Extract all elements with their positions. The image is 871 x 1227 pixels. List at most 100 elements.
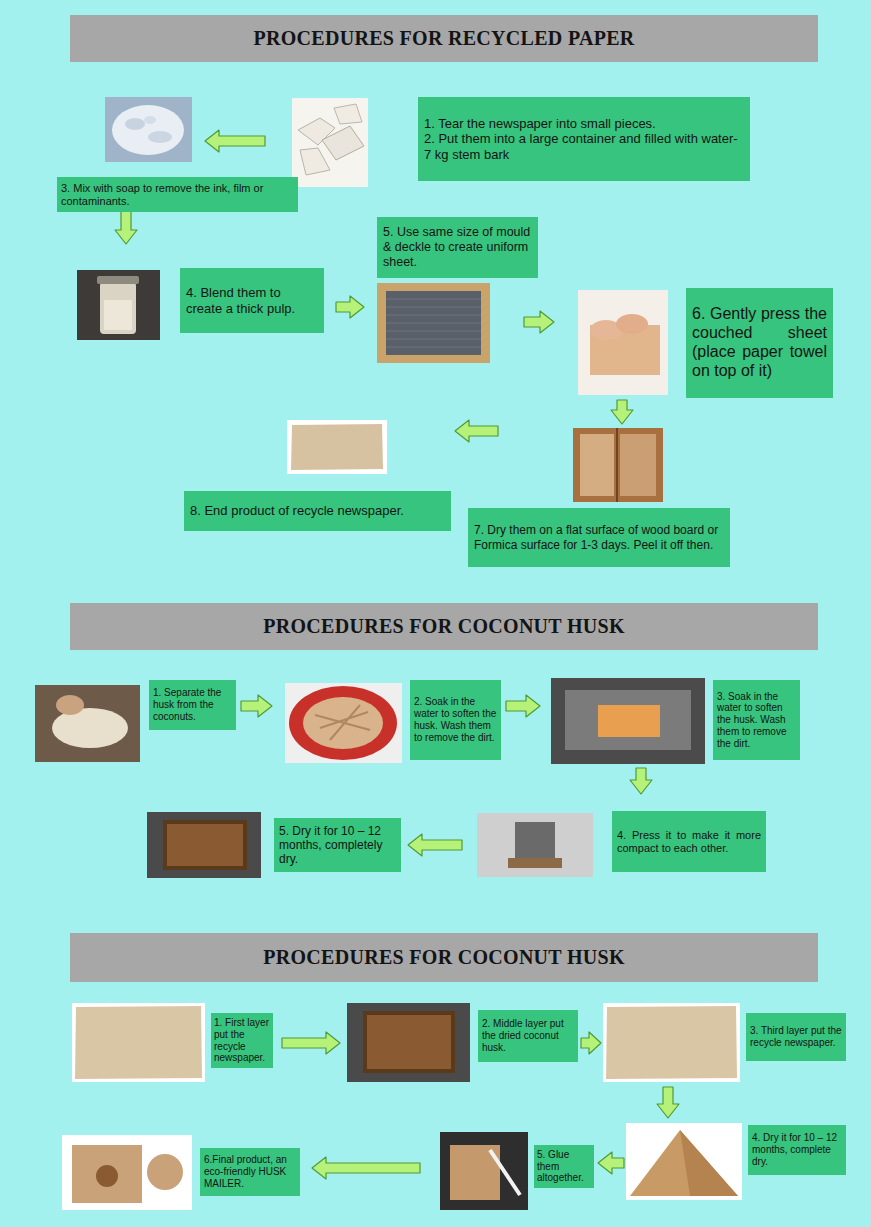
step-box: 6. Gently press the couched sheet (place…	[686, 288, 833, 398]
blender-photo-part	[104, 300, 132, 330]
husk-mould-photo-part	[598, 705, 660, 737]
gluing-photo-part	[490, 1150, 520, 1195]
step-text: 3. Soak in the water to soften the husk.…	[717, 691, 796, 750]
step-box: 5. Glue them altogether.	[534, 1145, 594, 1188]
step-text: 5. Use same size of mould & deckle to cr…	[383, 225, 532, 269]
soaking-bowl-photo-part	[315, 705, 370, 740]
step-text: 4. Dry it for 10 – 12 months, complete d…	[752, 1132, 842, 1167]
newspaper-layer-photo-part	[75, 1006, 202, 1079]
flow-arrow	[581, 1032, 601, 1054]
flow-arrow	[611, 400, 633, 424]
drying-boards-photo-part	[573, 428, 663, 502]
hands-photo	[578, 290, 668, 395]
step-box: 3. Soak in the water to soften the husk.…	[713, 680, 800, 760]
husk-mailer-photo-part	[147, 1154, 183, 1190]
torn-paper-photo-part	[334, 104, 362, 124]
step-text: 4. Blend them to create a thick pulp.	[186, 285, 318, 316]
step-text: 1. First layer put the recycle newspaper…	[214, 1017, 270, 1064]
flow-arrow	[312, 1157, 420, 1179]
husk-layer-photo-part	[365, 1013, 453, 1071]
gluing-photo-part	[440, 1132, 528, 1210]
flow-arrow	[506, 695, 540, 717]
torn-paper-photo-part	[300, 148, 330, 175]
drying-tray-photo-part	[147, 812, 261, 878]
husk-layer-photo-part	[347, 1003, 470, 1082]
torn-paper-photo-part	[292, 98, 368, 187]
step-box: 8. End product of recycle newspaper.	[184, 491, 451, 531]
husk-separating-photo	[35, 685, 140, 762]
step-box: 2. Soak in the water to soften the husk.…	[410, 680, 501, 760]
pressing-photo-part	[515, 822, 555, 862]
folded-board-photo-part	[630, 1130, 738, 1196]
newspaper-layer-photo-part	[72, 1003, 205, 1082]
newspaper-layer-photo	[603, 1003, 740, 1082]
pulp-photo-part	[112, 105, 184, 155]
pressing-photo-part	[477, 813, 593, 877]
hands-photo-part	[578, 290, 668, 395]
step-text: 5. Glue them altogether.	[537, 1149, 591, 1184]
flow-arrow	[336, 296, 364, 318]
husk-mailer-photo-part	[72, 1145, 142, 1203]
husk-mould-photo-part	[551, 678, 705, 764]
flow-arrow	[657, 1087, 679, 1118]
soaking-bowl-photo-part	[285, 683, 402, 763]
blender-photo	[77, 270, 160, 340]
step-box: 3. Mix with soap to remove the ink, film…	[57, 177, 298, 212]
husk-layer-photo	[347, 1003, 470, 1082]
step-box: 4. Dry it for 10 – 12 months, complete d…	[748, 1125, 846, 1175]
drying-tray-photo-part	[165, 822, 245, 868]
husk-mould-photo	[551, 678, 705, 764]
flow-arrow	[282, 1032, 340, 1054]
step-box: 5. Dry it for 10 – 12 months, completely…	[274, 818, 401, 872]
section-header-band: PROCEDURES FOR COCONUT HUSK	[70, 603, 818, 650]
section-heading: PROCEDURES FOR COCONUT HUSK	[74, 946, 814, 969]
blender-photo-part	[100, 282, 136, 334]
step-text: 1. Tear the newspaper into small pieces.	[424, 116, 744, 131]
step-text: 2. Put them into a large container and f…	[424, 131, 744, 162]
step-box: 1. Separate the husk from the coconuts.	[149, 680, 236, 730]
step-text: 2. Soak in the water to soften the husk.…	[414, 696, 497, 743]
step-box: 1. Tear the newspaper into small pieces.…	[418, 97, 750, 181]
step-text: 8. End product of recycle newspaper.	[190, 503, 445, 518]
flow-arrow	[408, 834, 462, 856]
paper-sheet-photo	[287, 420, 387, 474]
drying-boards-photo-part	[616, 428, 618, 502]
step-text: 5. Dry it for 10 – 12 months, completely…	[279, 824, 396, 866]
step-text: 1. Separate the husk from the coconuts.	[153, 687, 232, 722]
blender-photo-part	[97, 276, 139, 284]
section-header-band: PROCEDURES FOR RECYCLED PAPER	[70, 15, 818, 62]
section-header-band: PROCEDURES FOR COCONUT HUSK	[70, 933, 818, 982]
husk-separating-photo-part	[52, 708, 128, 748]
hands-photo-part	[616, 314, 648, 334]
folded-board-photo-part	[680, 1130, 738, 1196]
flow-arrow	[115, 210, 137, 244]
step-box: 6.Final product, an eco-friendly HUSK MA…	[200, 1148, 300, 1196]
torn-paper-photo-part	[322, 126, 364, 160]
husk-mailer-photo	[62, 1135, 192, 1210]
mould-photo-part	[386, 299, 481, 347]
step-text: 7. Dry them on a flat surface of wood bo…	[474, 523, 724, 551]
pulp-photo	[105, 97, 192, 162]
blender-photo-part	[77, 270, 160, 340]
step-text: 6. Gently press the couched sheet (place…	[692, 305, 827, 381]
folded-board-photo	[626, 1123, 742, 1200]
soaking-bowl-photo-part	[289, 686, 397, 760]
flow-arrow	[241, 695, 272, 717]
paper-sheet-photo-part	[291, 424, 383, 470]
section-heading: PROCEDURES FOR COCONUT HUSK	[74, 615, 814, 638]
mould-photo	[377, 283, 490, 363]
step-text: 2. Middle layer put the dried coconut hu…	[482, 1018, 574, 1053]
section-heading: PROCEDURES FOR RECYCLED PAPER	[74, 27, 814, 50]
newspaper-layer-photo-part	[603, 1003, 740, 1082]
pulp-photo-part	[144, 116, 156, 124]
folded-board-photo-part	[626, 1123, 742, 1200]
step-text: 3. Mix with soap to remove the ink, film…	[61, 182, 294, 208]
pressing-photo-part	[508, 858, 562, 868]
step-box: 4. Blend them to create a thick pulp.	[180, 268, 324, 333]
flow-arrow	[598, 1152, 624, 1174]
husk-mailer-photo-part	[62, 1135, 192, 1210]
mould-photo-part	[386, 291, 481, 355]
newspaper-layer-photo-part	[606, 1006, 737, 1079]
step-box: 5. Use same size of mould & deckle to cr…	[377, 217, 538, 278]
flow-arrow	[630, 768, 652, 794]
